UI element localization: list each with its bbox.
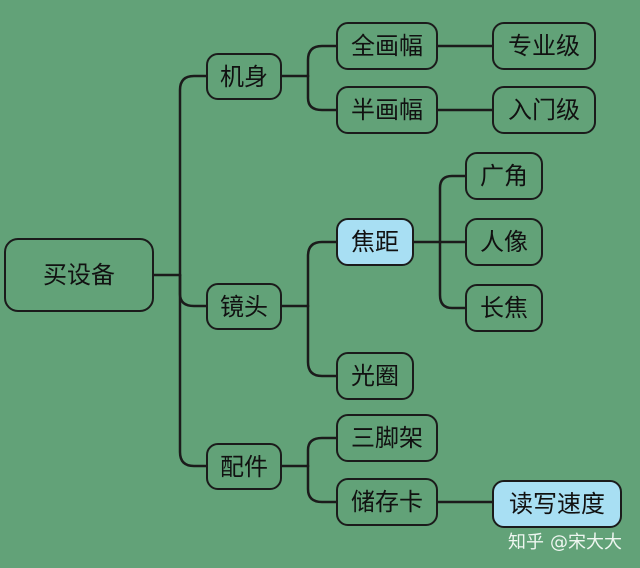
node-professional: 专业级: [492, 22, 596, 70]
node-accessories: 配件: [206, 443, 282, 490]
link-root-body: [178, 74, 208, 277]
node-full-frame: 全画幅: [336, 22, 438, 70]
link-body-half-frame: [306, 74, 338, 112]
link-accessories-memory-card: [306, 464, 338, 504]
node-body: 机身: [206, 53, 282, 100]
link-body-full-frame: [306, 44, 338, 78]
link-root-lens: [178, 273, 208, 308]
node-entry-level: 入门级: [492, 86, 596, 134]
watermark-author: @宋大大: [550, 532, 622, 553]
watermark: 知乎 @宋大大: [508, 534, 622, 552]
link-lens-focal-length: [306, 240, 338, 308]
link-root-accessories: [178, 273, 208, 468]
watermark-brand: 知乎: [508, 532, 544, 553]
link-lens-aperture: [306, 304, 338, 378]
node-wide-angle: 广角: [465, 152, 543, 200]
link-focal-wide-angle: [438, 174, 467, 244]
node-read-write-speed: 读写速度: [492, 480, 622, 528]
node-lens: 镜头: [206, 283, 282, 330]
node-aperture: 光圈: [336, 352, 414, 400]
link-focal-telephoto: [438, 240, 467, 310]
node-portrait: 人像: [465, 218, 543, 266]
node-tripod: 三脚架: [336, 414, 438, 462]
node-focal-length: 焦距: [336, 218, 414, 266]
node-memory-card: 储存卡: [336, 478, 438, 526]
root-node: 买设备: [4, 238, 154, 312]
link-accessories-tripod: [306, 436, 338, 468]
node-telephoto: 长焦: [465, 284, 543, 332]
node-half-frame: 半画幅: [336, 86, 438, 134]
